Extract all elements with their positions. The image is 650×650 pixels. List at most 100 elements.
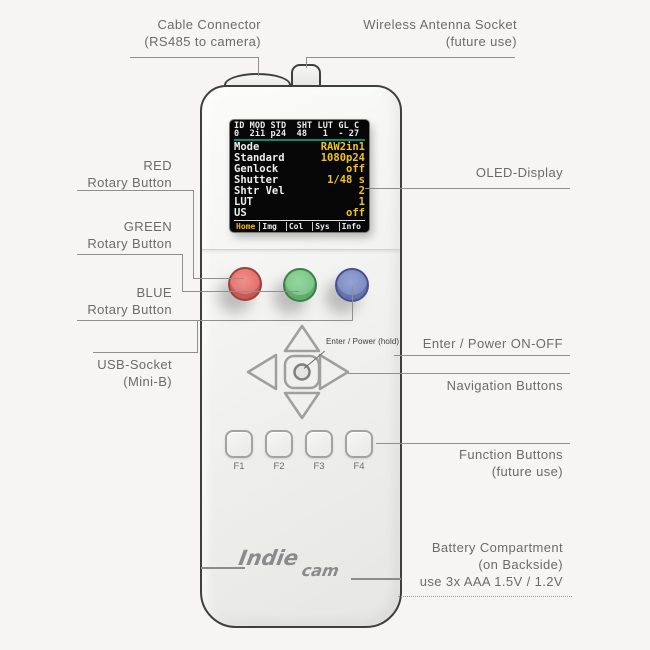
label-enter-power: Enter / Power ON-OFF [423,335,563,352]
callout-line-battery-dotted [398,596,572,597]
callout-line-cable-vert [258,57,259,76]
label-nav-line1: Navigation Buttons [446,378,563,393]
display-row-mode: Mode RAW2in1 [234,142,365,153]
label-battery-compartment: Battery Compartment (on Backside) use 3x… [420,539,563,590]
display-tab-info[interactable]: Info [338,222,365,231]
display-row-lut: LUT 1 [234,197,365,208]
logo-indie: Indie [236,546,301,570]
display-tab-home[interactable]: Home [236,222,256,231]
callout-line-function [376,443,570,444]
callout-line-red [77,190,194,191]
callout-line-cable [130,57,259,58]
label-function-line1: Function Buttons [459,447,563,462]
enter-button-dot[interactable] [293,363,311,381]
label-blue-rotary: BLUE Rotary Button [87,284,172,318]
display-row-label: US [234,207,247,219]
red-rotary-button[interactable] [228,267,262,301]
function-button-f1[interactable] [225,430,253,458]
callout-line-green-vert [182,254,183,292]
nav-right-button[interactable] [318,353,350,391]
callout-line-oled [365,188,570,189]
display-row-value: off [346,163,365,175]
label-battery-line2: (on Backside) [478,557,563,572]
callout-line-antenna [306,57,515,58]
display-row-value: RAW2in1 [320,141,365,153]
label-function-buttons: Function Buttons (future use) [459,446,563,480]
function-label-f3: F3 [313,461,325,472]
display-row-label: Genlock [234,163,279,175]
nav-down-button[interactable] [283,391,321,420]
callout-line-antenna-vert [306,57,307,68]
label-antenna-line1: Wireless Antenna Socket [363,17,517,32]
label-green-rotary: GREEN Rotary Button [87,218,172,252]
callout-line-red-vert [193,190,194,279]
label-cable-connector-line2: (RS485 to camera) [144,34,261,49]
callout-line-green-horiz [182,291,299,292]
label-blue-line1: BLUE [136,285,172,300]
label-red-line1: RED [143,158,172,173]
callout-line-enter [394,355,570,356]
display-row-label: LUT [234,196,253,208]
label-green-line1: GREEN [123,219,172,234]
callout-line-green [77,254,183,255]
callout-line-navigation [348,373,570,374]
function-button-f3[interactable] [305,430,333,458]
callout-line-red-horiz [193,278,244,279]
label-red-rotary: RED Rotary Button [87,157,172,191]
callout-line-blue [77,320,353,321]
display-status-line2: 0 2i1 p24 48 1 - 27 [234,129,360,139]
display-row-label: Shutter [234,174,279,186]
display-row-genlock: Genlock off [234,164,365,175]
label-antenna-socket: Wireless Antenna Socket (future use) [363,16,517,50]
green-rotary-button[interactable] [283,268,317,302]
nav-left-button[interactable] [246,353,278,391]
enter-power-hint: Enter / Power (hold) [326,337,400,346]
navigation-cluster [246,324,350,420]
nav-up-button[interactable] [283,324,321,353]
function-label-f4: F4 [353,461,365,472]
display-tab-bar: Home Img Col Sys Info [234,220,365,232]
function-label-f1: F1 [233,461,245,472]
display-tab-img[interactable]: Img [259,222,285,231]
function-button-f2[interactable] [265,430,293,458]
device-panel-seam [202,249,400,254]
display-row-value: 1080p24 [320,152,365,164]
callout-line-blue-vert [352,286,353,321]
logo-line-left [201,567,245,569]
label-enter-line1: Enter / Power ON-OFF [422,336,563,351]
label-usb-line1: USB-Socket [97,357,172,372]
display-row-us: US off [234,208,365,219]
label-oled-line1: OLED-Display [475,165,563,180]
display-tab-sys[interactable]: Sys [312,222,338,231]
label-antenna-line2: (future use) [445,34,517,49]
display-row-standard: Standard 1080p24 [234,153,365,164]
label-cable-connector: Cable Connector (RS485 to camera) [144,16,261,50]
display-row-label: Standard [234,152,285,164]
label-battery-line1: Battery Compartment [431,540,563,555]
display-tab-col[interactable]: Col [285,222,312,231]
label-usb-line2: (Mini-B) [123,374,172,389]
label-red-line2: Rotary Button [87,175,172,190]
display-row-shtr-vel: Shtr Vel 2 [234,186,365,197]
label-usb-socket: USB-Socket (Mini-B) [97,356,172,390]
display-divider [234,139,365,141]
callout-line-usb [93,352,198,353]
display-row-value: off [346,207,365,219]
logo-cam: cam [300,561,341,580]
display-row-value: 1 [358,196,365,208]
label-oled-display: OLED-Display [476,164,563,181]
function-button-f4[interactable] [345,430,373,458]
label-cable-connector-line1: Cable Connector [157,17,261,32]
logo-line-right [351,578,401,580]
display-row-label: Shtr Vel [234,185,285,197]
display-row-shutter: Shutter 1/48 s [234,175,365,186]
oled-display: ID MOD STD SHT LUT GL C 0 2i1 p24 48 1 -… [230,120,369,232]
display-row-value: 1/48 s [327,174,365,186]
display-row-label: Mode [234,141,260,153]
function-label-f2: F2 [273,461,285,472]
callout-line-usb-vert [197,321,198,353]
display-status-line1: ID MOD STD SHT LUT GL C [234,121,360,131]
label-function-line2: (future use) [491,464,563,479]
label-green-line2: Rotary Button [87,236,172,251]
